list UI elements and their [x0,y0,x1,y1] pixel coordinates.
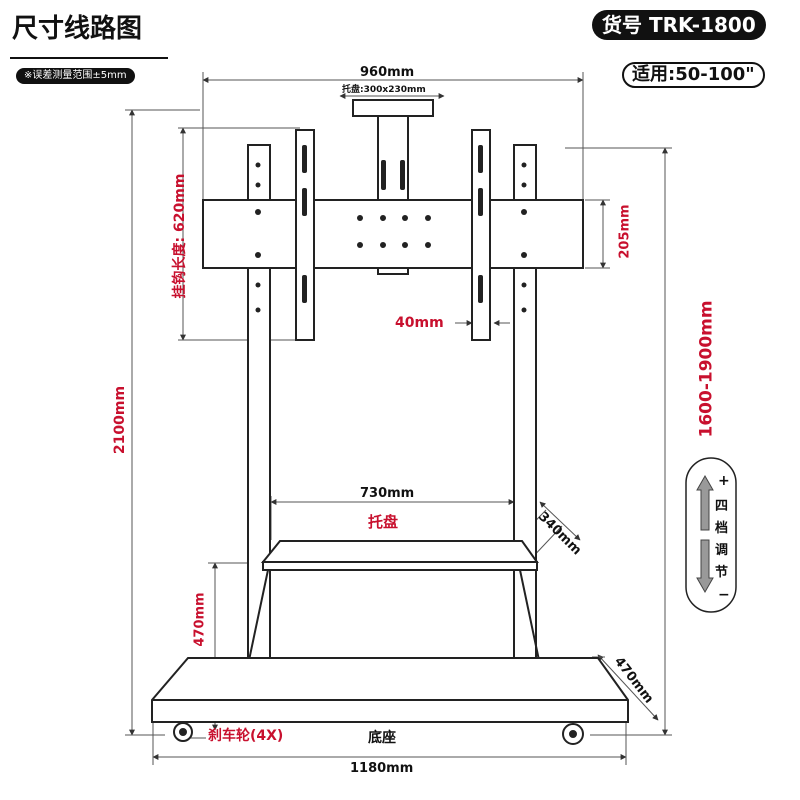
hook-spacing-label: 40mm [395,315,444,331]
base-width-label: 1180mm [350,761,414,776]
adjust-badge-frame [685,457,737,613]
right-hook-strip [471,129,491,341]
base-platform [151,657,629,723]
stand-structure [151,99,629,723]
adjust-range-label: 1600-1900mm [696,300,717,438]
brake-wheel-label: 刹车轮(4X) [208,728,284,744]
item-number-badge: 货号 TRK-1800 [592,10,766,40]
adjust-char-3: 调 [715,543,729,558]
base-label: 底座 [368,730,396,746]
tray-height-label: 470mm [192,592,208,647]
hook-slots [302,145,483,303]
adjust-char-1: 四 [715,499,729,514]
tray-width-label: 730mm [360,486,415,501]
middle-tray [260,540,539,563]
total-width-label: 960mm [360,65,415,80]
adjust-plus: + [718,473,730,489]
adjust-arrows [696,474,714,594]
left-hook-strip [295,129,315,341]
dimension-lines [125,72,672,765]
middle-tray-edge [262,561,538,571]
adjust-char-4: 节 [715,565,729,580]
wheels [173,722,584,745]
crossbar [202,199,584,269]
bracket-tray-label: 托盘:300x230mm [342,85,426,95]
bar-height-label: 205mm [617,204,633,259]
applicable-size-badge: 适用:50-100" [622,62,765,88]
error-note-badge: ※误差测量范围±5mm [16,68,135,84]
total-height-label: 2100mm [112,385,128,455]
adjust-char-2: 档 [715,521,729,536]
tray-label: 托盘 [368,513,399,531]
hook-length-label: 挂钩长度: 620mm [172,173,188,299]
adjust-minus: − [718,587,730,603]
crossbar-holes [255,162,527,313]
page-title: 尺寸线路图 [12,14,143,44]
top-mount-plate [352,99,434,117]
